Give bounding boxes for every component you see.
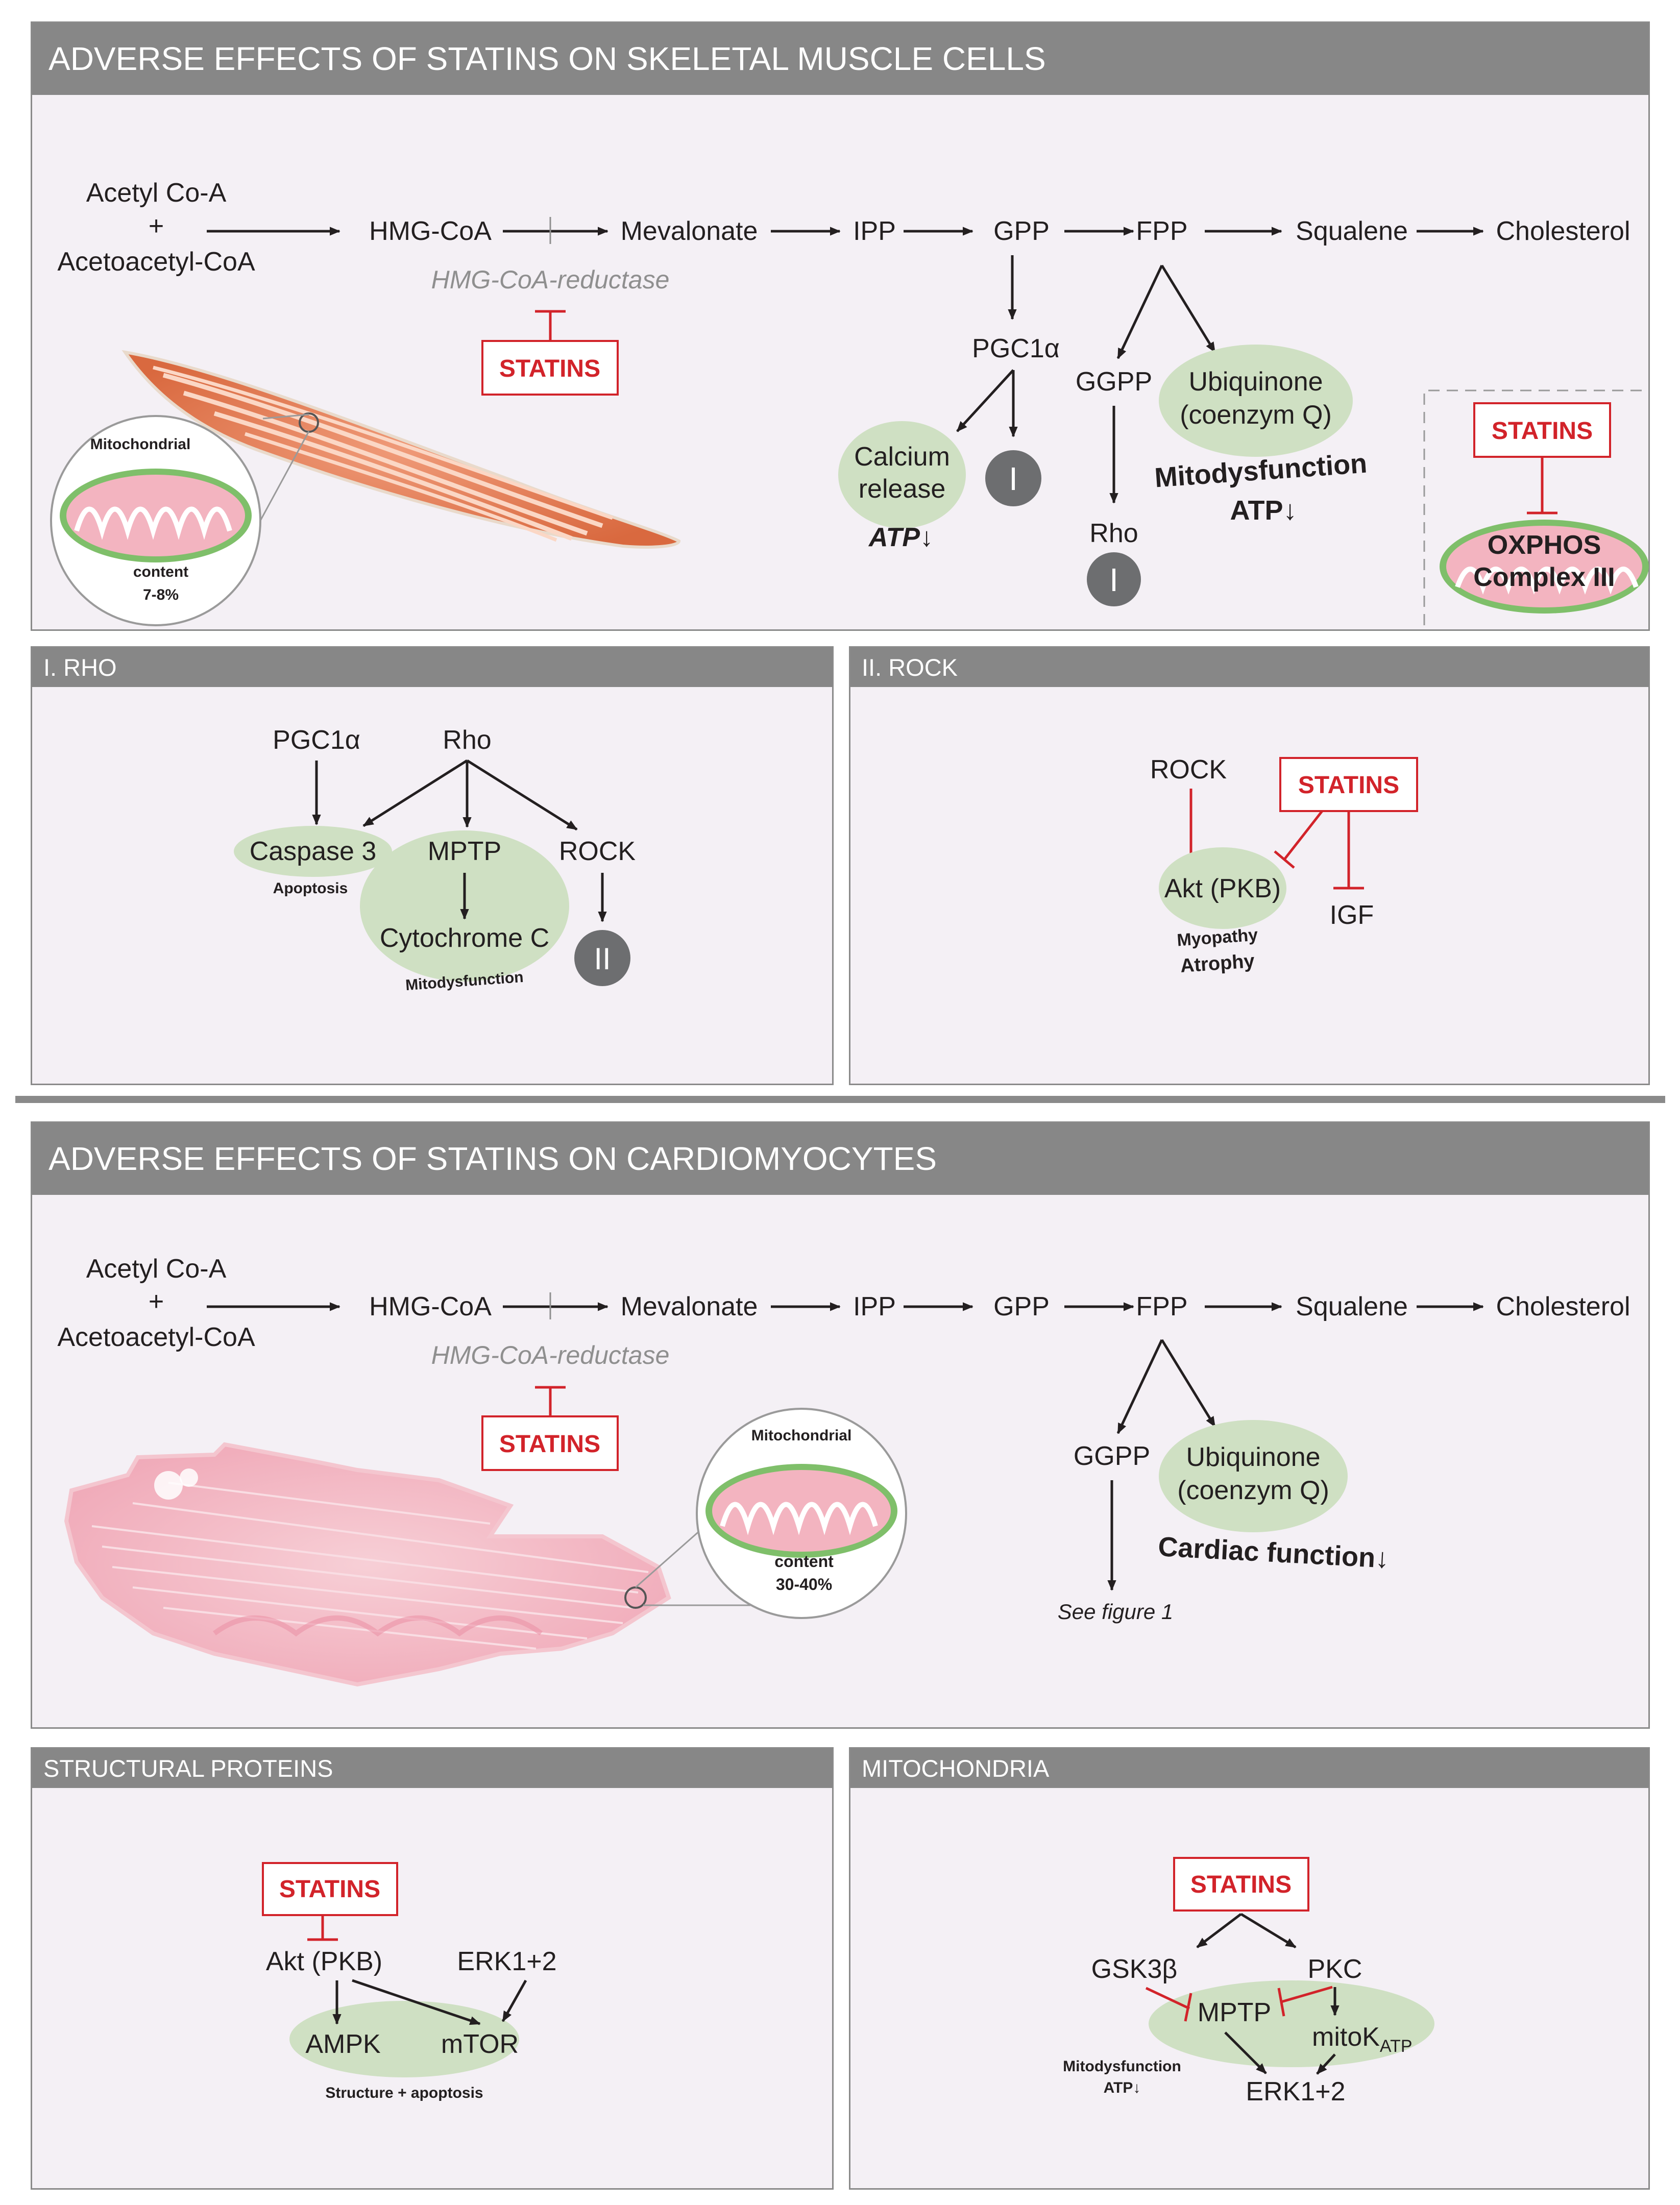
structural-panel-title: STRUCTURAL PROTEINS	[32, 1749, 832, 1788]
cardio-panel-title: ADVERSE EFFECTS OF STATINS ON CARDIOMYOC…	[32, 1123, 1648, 1195]
skeletal-muscle-panel: ADVERSE EFFECTS OF STATINS ON SKELETAL M…	[31, 21, 1650, 631]
rho-panel: I. RHO	[31, 646, 834, 1085]
rock-panel-title: II. ROCK	[850, 648, 1648, 687]
mito-panel-title: MITOCHONDRIA	[850, 1749, 1648, 1788]
rock-panel: II. ROCK	[849, 646, 1650, 1085]
section-divider	[15, 1096, 1665, 1103]
mitochondria-panel: MITOCHONDRIA	[849, 1747, 1650, 2190]
structural-proteins-panel: STRUCTURAL PROTEINS	[31, 1747, 834, 2190]
rho-panel-title: I. RHO	[32, 648, 832, 687]
cardiomyocytes-panel: ADVERSE EFFECTS OF STATINS ON CARDIOMYOC…	[31, 1121, 1650, 1729]
skeletal-panel-title: ADVERSE EFFECTS OF STATINS ON SKELETAL M…	[32, 23, 1648, 95]
